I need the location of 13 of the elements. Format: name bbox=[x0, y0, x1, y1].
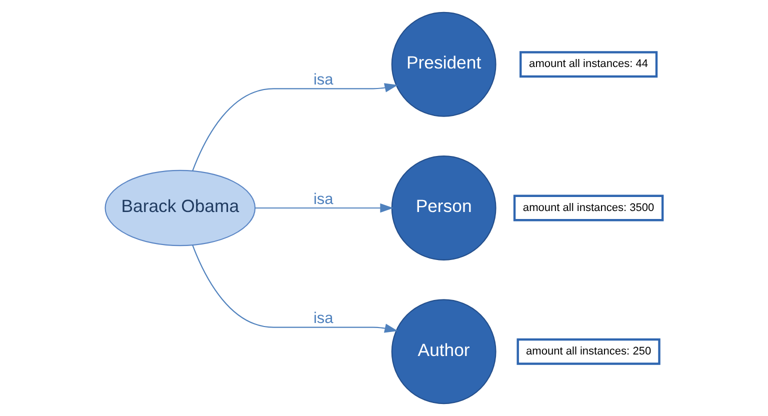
node-ellipse: Barack Obama bbox=[104, 170, 256, 246]
arrow bbox=[192, 83, 398, 172]
node-circle: Person bbox=[391, 156, 496, 260]
node-circle: Author bbox=[391, 299, 496, 404]
node-label: amount all instances: 3500 bbox=[522, 202, 654, 214]
node-label: amount all instances: 250 bbox=[526, 345, 652, 358]
node-label: amount all instances: 44 bbox=[529, 58, 648, 70]
edge-label: isa bbox=[314, 190, 334, 208]
arrow bbox=[254, 203, 394, 213]
edge-label: isa bbox=[314, 71, 334, 88]
edge-label: isa bbox=[314, 310, 334, 328]
arrow bbox=[192, 244, 398, 333]
node-circle: President bbox=[391, 12, 496, 117]
